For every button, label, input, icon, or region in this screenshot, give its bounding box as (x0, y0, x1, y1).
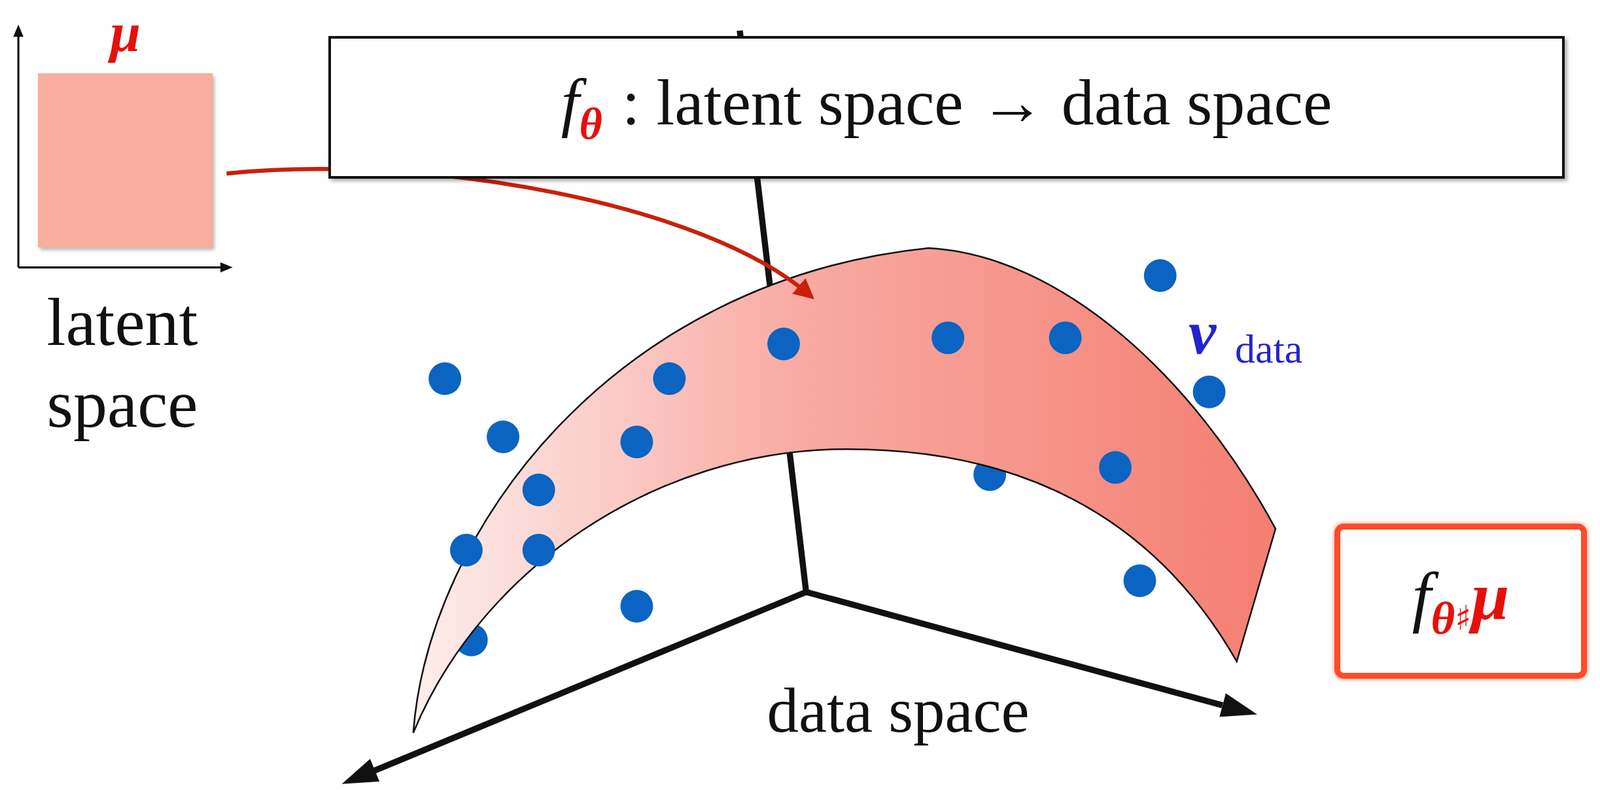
data-point (1049, 321, 1082, 354)
pushforward-symbol: ♯ (1454, 597, 1472, 638)
function-symbol: f (1412, 557, 1432, 634)
axis-arrowhead (342, 758, 381, 783)
data-point (1098, 450, 1132, 484)
latent-distribution-square: μ (37, 73, 213, 248)
data-point (522, 473, 556, 507)
axis-label: data space (766, 678, 1029, 742)
axis-arrowhead (1219, 692, 1258, 717)
pushforward-box: fθ♯μ (1334, 523, 1587, 679)
distribution-symbol: μ (37, 5, 213, 61)
data-point (620, 425, 653, 458)
text-line: fθ : latent space → data space (561, 63, 1333, 151)
data-point (428, 362, 462, 396)
mapping-box: fθ : latent space → data space (328, 35, 1565, 179)
distribution-symbol: μ (1471, 557, 1510, 634)
data-point (486, 419, 520, 453)
manifold-band (413, 247, 1276, 733)
axis-arrowhead (220, 262, 233, 273)
text-line: fθ♯μ (1412, 555, 1510, 646)
axis-label: latent space (4, 281, 241, 445)
data-point (652, 362, 686, 396)
latent-axis (18, 266, 225, 269)
mapping-arrow (226, 168, 808, 294)
data-point (1193, 375, 1226, 409)
target-measure-symbol: ν (1188, 301, 1217, 364)
data-point (450, 533, 483, 567)
data-point (620, 589, 653, 623)
mapping-description: : latent space → data space (622, 66, 1333, 139)
data-point (1123, 563, 1157, 597)
data-point (767, 327, 800, 361)
latent-axis (17, 32, 20, 268)
measure-subscript: data (1234, 328, 1303, 369)
data-point (931, 321, 965, 354)
data-points (428, 259, 1226, 623)
data-point (1144, 259, 1177, 292)
data-point (522, 533, 556, 567)
parameter-subscript: θ (1431, 591, 1456, 644)
function-symbol: f (561, 66, 580, 139)
axis-arrowhead (13, 24, 24, 37)
parameter-subscript: θ (578, 98, 602, 149)
